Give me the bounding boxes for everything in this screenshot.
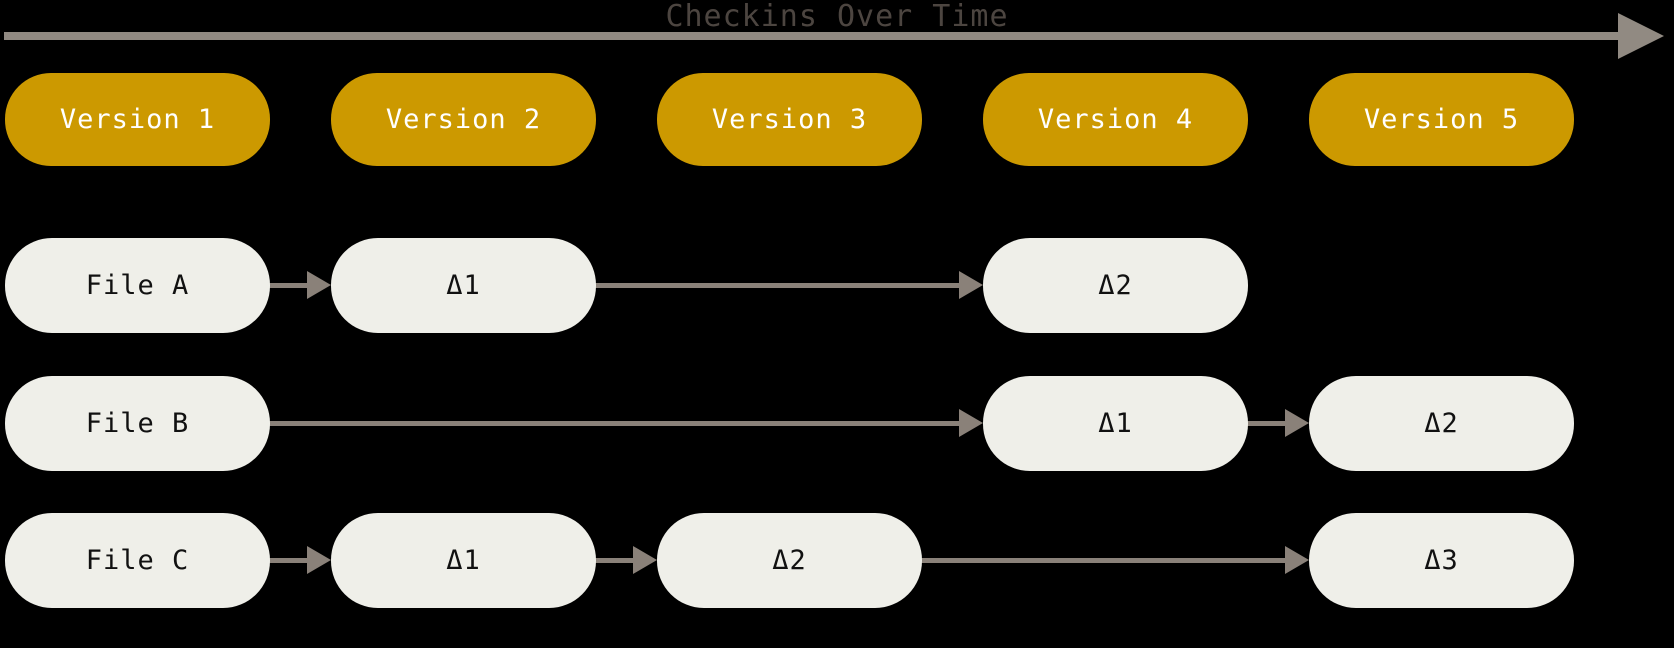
version-pill-label: Version 2: [385, 104, 542, 135]
arrow-file-b-1-line: [262, 421, 959, 426]
version-pill-1[interactable]: Version 1: [5, 73, 270, 166]
file-c-row-delta-pill[interactable]: Δ1: [331, 513, 596, 608]
time-axis-arrow-icon: [1618, 13, 1664, 59]
version-pill-label: Version 5: [1363, 104, 1520, 135]
version-pill-label: Version 1: [59, 104, 216, 135]
version-pill-2[interactable]: Version 2: [331, 73, 596, 166]
file-c-row-delta-pill[interactable]: Δ2: [657, 513, 922, 608]
pill-label: Δ2: [1424, 408, 1459, 439]
arrow-file-c-3-head-icon: [1285, 546, 1309, 574]
file-a-row-label-pill[interactable]: File A: [5, 238, 270, 333]
pill-label: Δ1: [1098, 408, 1133, 439]
arrow-file-a-2-head-icon: [959, 271, 983, 299]
pill-label: Δ1: [446, 270, 481, 301]
arrow-file-b-2-head-icon: [1285, 409, 1309, 437]
version-pill-3[interactable]: Version 3: [657, 73, 922, 166]
pill-label: Δ3: [1424, 545, 1459, 576]
version-pill-5[interactable]: Version 5: [1309, 73, 1574, 166]
time-axis-line: [4, 32, 1622, 40]
arrow-file-a-1-line: [262, 283, 307, 288]
version-pill-label: Version 4: [1037, 104, 1194, 135]
file-b-row-delta-pill[interactable]: Δ1: [983, 376, 1248, 471]
pill-label: Δ2: [1098, 270, 1133, 301]
arrow-file-b-1-head-icon: [959, 409, 983, 437]
file-b-row-delta-pill[interactable]: Δ2: [1309, 376, 1574, 471]
page-title: Checkins Over Time: [665, 0, 1009, 34]
pill-label: Δ2: [772, 545, 807, 576]
file-a-row-delta-pill[interactable]: Δ2: [983, 238, 1248, 333]
arrow-file-c-1-head-icon: [307, 546, 331, 574]
arrow-file-a-2-line: [588, 283, 959, 288]
version-pill-4[interactable]: Version 4: [983, 73, 1248, 166]
arrow-file-c-1-line: [262, 558, 307, 563]
file-b-row-label-pill[interactable]: File B: [5, 376, 270, 471]
arrow-file-a-1-head-icon: [307, 271, 331, 299]
version-pill-label: Version 3: [711, 104, 868, 135]
arrow-file-c-2-line: [588, 558, 633, 563]
file-c-row-label-pill[interactable]: File C: [5, 513, 270, 608]
pill-label: File C: [85, 545, 190, 576]
pill-label: File B: [85, 408, 190, 439]
arrow-file-c-3-line: [914, 558, 1285, 563]
arrow-file-c-2-head-icon: [633, 546, 657, 574]
file-c-row-delta-pill[interactable]: Δ3: [1309, 513, 1574, 608]
file-a-row-delta-pill[interactable]: Δ1: [331, 238, 596, 333]
pill-label: Δ1: [446, 545, 481, 576]
pill-label: File A: [85, 270, 190, 301]
arrow-file-b-2-line: [1240, 421, 1285, 426]
